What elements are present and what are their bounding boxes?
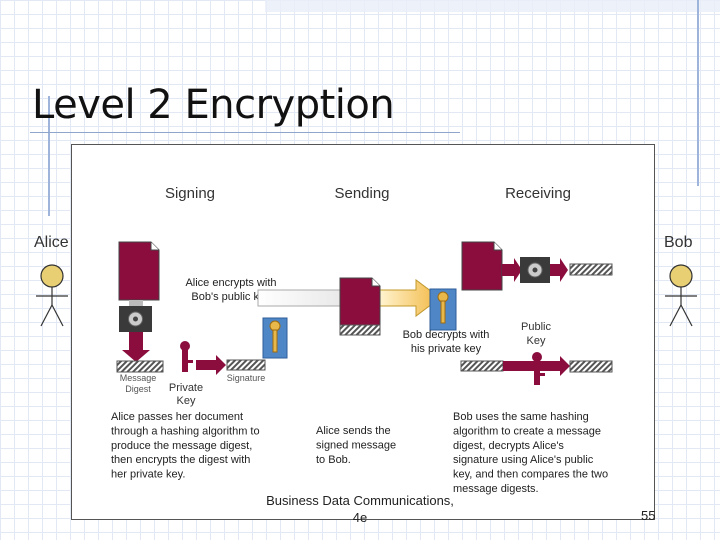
decorative-right-line <box>697 0 699 186</box>
callout-alice-encrypts-1: Alice encrypts with <box>185 277 276 289</box>
receive-signature-strip <box>460 360 504 372</box>
callout-alice-encrypts-2: Bob's public key <box>191 291 271 303</box>
message-digest-strip <box>116 360 164 373</box>
received-document-icon <box>461 241 503 291</box>
send-arrow-gold-tip-icon <box>379 279 441 317</box>
description-sending-line: signed message <box>316 439 396 451</box>
arrow-doc-to-hash-receive-icon <box>502 258 522 282</box>
signature-strip <box>226 359 266 371</box>
callout-bob-decrypts-2: his private key <box>411 343 482 355</box>
description-signing-line: then encrypts the digest with <box>111 454 250 466</box>
description-signing-line: produce the message digest, <box>111 440 252 452</box>
alice-figure-icon <box>36 264 68 327</box>
callout-bob-decrypts-1: Bob decrypts with <box>403 329 490 341</box>
description-receiving: Bob uses the same hashing algorithm to cr… <box>453 411 608 495</box>
description-receiving-line: Bob uses the same hashing <box>453 411 589 423</box>
bob-public-key-lock-icon <box>262 317 288 359</box>
message-digest-label-2: Digest <box>125 384 151 394</box>
description-receiving-line: digest, decrypts Alice's <box>453 440 564 452</box>
bob-figure-icon <box>665 264 697 327</box>
heading-sending: Sending <box>334 185 389 202</box>
public-key-label-1: Public <box>521 321 551 333</box>
signature-label: Signature <box>227 373 266 383</box>
arrow-hash-to-digest-icon <box>122 332 150 362</box>
signed-message-document-icon <box>339 277 381 336</box>
description-receiving-line: signature using Alice's public <box>453 454 594 466</box>
title-underline <box>30 132 460 133</box>
bob-label: Bob <box>664 234 693 251</box>
arrow-to-signature-icon <box>196 355 226 375</box>
footer-text: Business Data Communications, 4e <box>266 493 454 525</box>
receive-hash-gear-icon <box>520 257 550 283</box>
private-key-label-2: Key <box>177 395 196 407</box>
arrow-hash-to-digest-receive-icon <box>550 258 568 282</box>
public-key-label-2: Key <box>527 335 546 347</box>
private-key-label-1: Private <box>169 382 203 394</box>
decorative-left-line <box>48 96 50 216</box>
heading-receiving: Receiving <box>505 185 571 202</box>
slide-title: Level 2 Encryption <box>32 82 395 128</box>
description-signing-line: her private key. <box>111 469 185 481</box>
alice-label: Alice <box>34 234 69 251</box>
page-number: 55 <box>641 508 656 523</box>
receive-digest-strip-bottom <box>569 360 613 373</box>
decorative-top-bar <box>265 0 720 12</box>
alice-public-key-icon <box>532 352 545 385</box>
heading-signing: Signing <box>165 185 215 202</box>
description-sending-line: to Bob. <box>316 454 351 466</box>
alice-private-key-icon <box>180 341 193 372</box>
description-receiving-line: message digests. <box>453 483 539 495</box>
alice-document-icon <box>118 241 160 301</box>
description-receiving-line: algorithm to create a message <box>453 425 601 437</box>
arrow-doc-to-hash-icon <box>129 300 143 308</box>
description-sending-line: Alice sends the <box>316 425 391 437</box>
description-sending: Alice sends the signed message to Bob. <box>316 425 396 466</box>
description-signing-line: Alice passes her document <box>111 411 243 423</box>
hash-gear-icon <box>119 306 152 332</box>
bob-private-key-lock-icon <box>429 288 457 331</box>
receive-digest-strip-top <box>569 263 613 276</box>
description-signing: Alice passes her document through a hashi… <box>111 411 260 481</box>
description-receiving-line: key, and then compares the two <box>453 469 608 481</box>
message-digest-label-1: Message <box>120 373 157 383</box>
description-signing-line: through a hashing algorithm to <box>111 425 260 437</box>
